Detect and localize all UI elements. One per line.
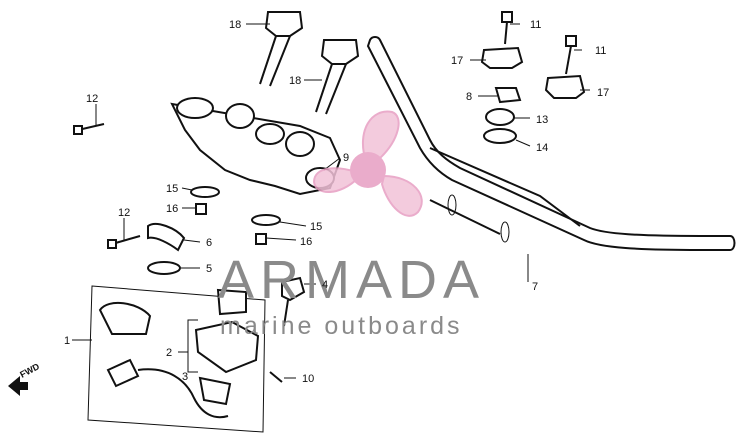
callout-11-lower: 11 bbox=[595, 45, 606, 57]
handlebar bbox=[366, 36, 736, 251]
callout-4: 4 bbox=[322, 279, 328, 291]
watermark-title: ARMADA bbox=[218, 250, 485, 310]
callout-3: 3 bbox=[182, 371, 188, 383]
upper-holder-right bbox=[315, 39, 360, 115]
callout-6: 6 bbox=[206, 237, 212, 249]
callout-16-right: 16 bbox=[300, 236, 312, 248]
callout-17-right: 17 bbox=[597, 87, 609, 99]
callout-16-left: 16 bbox=[166, 203, 178, 215]
callout-11-upper: 11 bbox=[530, 19, 541, 31]
ignition-switch-box bbox=[87, 285, 283, 433]
watermark-subtitle: marine outboards bbox=[220, 312, 463, 340]
callout-18-upper: 18 bbox=[229, 19, 241, 31]
callout-17-left: 17 bbox=[451, 55, 463, 67]
upper-holder-left bbox=[259, 11, 304, 87]
callout-5: 5 bbox=[206, 263, 212, 275]
callout-15-left: 15 bbox=[166, 183, 178, 195]
callout-13: 13 bbox=[536, 114, 548, 126]
callout-9: 9 bbox=[343, 152, 349, 164]
callout-7: 7 bbox=[532, 281, 538, 293]
ignition-key bbox=[281, 276, 306, 327]
leader-lines bbox=[72, 23, 590, 379]
handlebar-clamps bbox=[480, 11, 586, 144]
callout-10: 10 bbox=[302, 373, 314, 385]
callout-1: 1 bbox=[64, 335, 70, 347]
callout-2: 2 bbox=[166, 347, 172, 359]
callout-15-right: 15 bbox=[310, 221, 322, 233]
callout-14: 14 bbox=[536, 142, 548, 154]
top-bridge bbox=[170, 97, 342, 196]
callout-12-upper: 12 bbox=[86, 93, 98, 105]
forward-arrow-icon: FWD bbox=[8, 361, 41, 396]
fwd-label: FWD bbox=[18, 361, 41, 380]
callout-18-lower: 18 bbox=[289, 75, 301, 87]
armada-logo-icon bbox=[312, 110, 423, 217]
callout-8: 8 bbox=[466, 91, 472, 103]
callout-12-lower: 12 bbox=[118, 207, 130, 219]
